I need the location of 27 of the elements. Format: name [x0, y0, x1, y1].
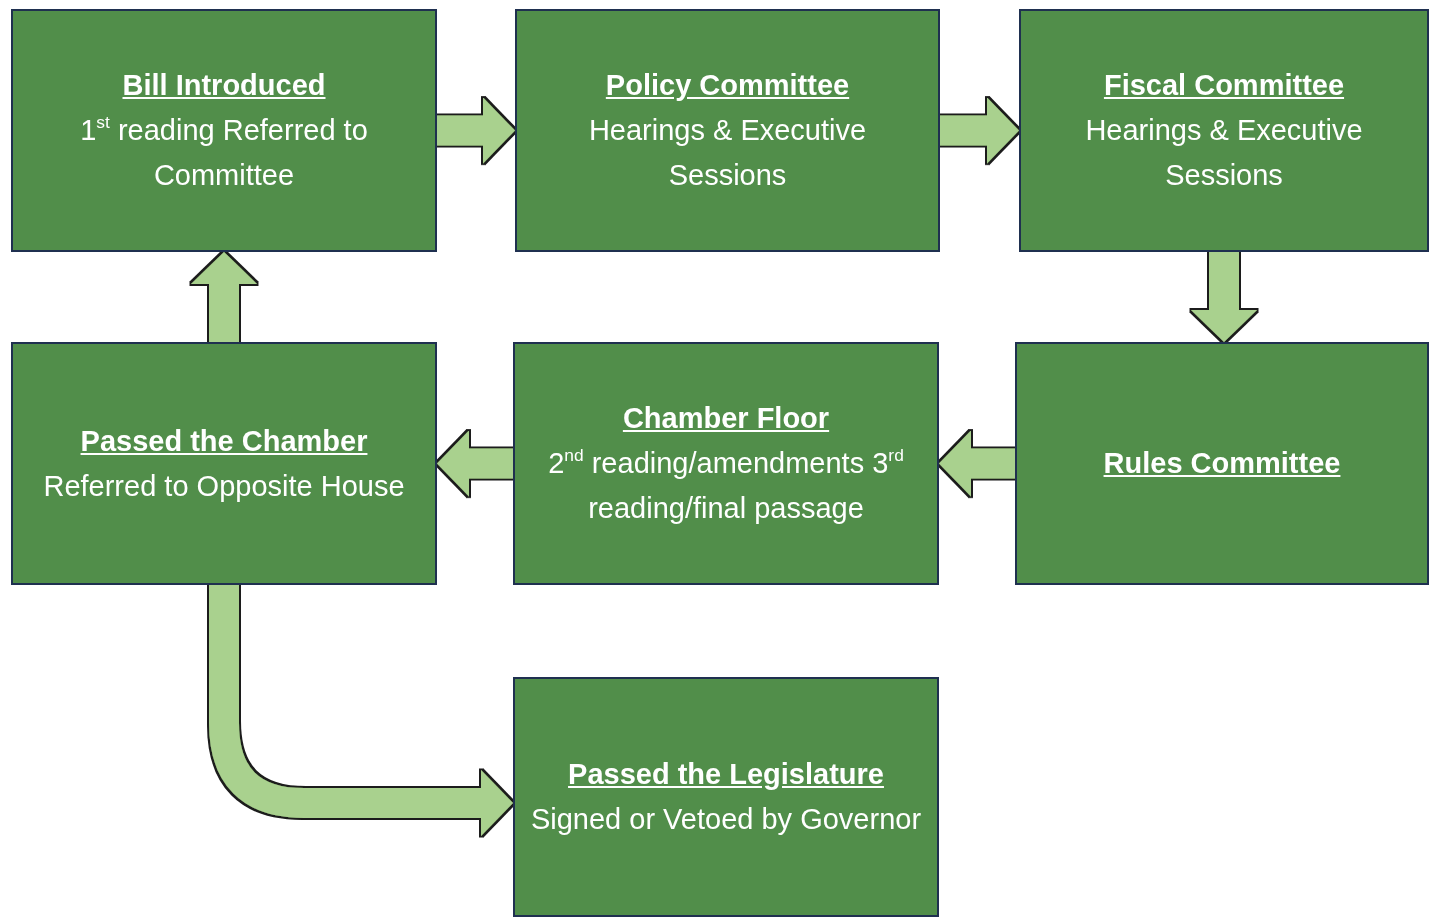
block-arrow	[209, 585, 513, 836]
process-box	[11, 342, 437, 585]
block-arrow	[1191, 252, 1257, 342]
box-title: Policy Committee	[605, 68, 850, 103]
process-box	[1019, 9, 1429, 252]
block-arrow	[191, 252, 257, 342]
process-box	[11, 9, 437, 252]
box-description: Signed or Vetoed by Governor	[530, 802, 922, 837]
box-title: Rules Committee	[1103, 446, 1341, 481]
box-title: Passed the Legislature	[568, 757, 884, 792]
box-title: Passed the Chamber	[80, 423, 368, 459]
block-arrow	[437, 430, 513, 497]
box-description: 2$^{nd}$ reading/amendments 3$^{rd}$ reading/final passage	[547, 443, 905, 526]
block-arrow	[940, 97, 1019, 164]
box-description: 1$^{st}$ reading Referred to Committee	[79, 110, 369, 193]
block-arrow	[437, 97, 515, 164]
process-box	[513, 677, 939, 917]
block-arrow	[939, 430, 1015, 497]
process-box	[1015, 342, 1429, 585]
box-title: Bill Introduced	[122, 68, 326, 103]
box-description: Hearings & Executive Sessions	[1084, 113, 1364, 193]
process-box	[515, 9, 940, 252]
process-box	[513, 342, 939, 585]
box-description: Referred to Opposite House	[43, 468, 405, 504]
box-description: Hearings & Executive Sessions	[587, 113, 868, 193]
box-title: Chamber Floor	[622, 401, 830, 436]
box-title: Fiscal Committee	[1103, 68, 1345, 103]
